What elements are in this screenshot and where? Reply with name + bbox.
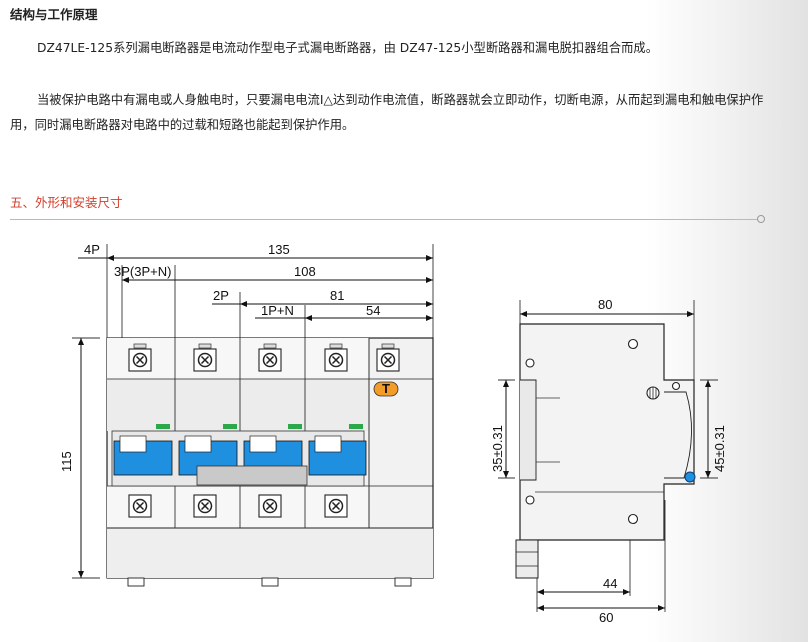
paragraph-intro: DZ47LE-125系列漏电断路器是电流动作型电子式漏电断路器，由 DZ47-1… — [37, 41, 659, 55]
front-view: 4P 135 3P(3P+N) 108 2P 81 1P+N 54 115 — [59, 242, 434, 587]
dim-115: 115 — [59, 451, 74, 472]
terminal-screw-bottom-4 — [324, 494, 348, 518]
terminal-screws — [128, 343, 400, 518]
breaker-profile — [515, 323, 696, 579]
section-title: 五、外形和安装尺寸 — [10, 195, 123, 210]
dim-108: 108 — [294, 264, 316, 279]
terminal-screw-top-5 — [376, 348, 400, 372]
side-dimension-lines — [503, 311, 711, 611]
terminal-tab — [198, 343, 212, 349]
dim-4p-label: 4P — [84, 242, 100, 257]
section-divider — [10, 219, 758, 220]
terminal-screw-top-4 — [324, 348, 348, 372]
terminal-screw-top-3 — [258, 348, 282, 372]
terminal-screw-bottom-3 — [258, 494, 282, 518]
terminal-tab — [263, 343, 277, 349]
paragraph-operation: 当被保护电路中有漏电或人身触电时，只要漏电电流I△达到动作电流值，断路器就会立即… — [10, 93, 764, 132]
terminal-screw-top-2 — [193, 348, 217, 372]
dim-81: 81 — [330, 288, 344, 303]
dim-3p-label: 3P(3P+N) — [114, 264, 171, 279]
dim-45: 45±0.31 — [712, 425, 727, 472]
dim-2p-label: 2P — [213, 288, 229, 303]
terminal-tab — [329, 343, 343, 349]
dim-35: 35±0.31 — [490, 425, 505, 472]
test-button: T — [373, 381, 399, 397]
divider-end-icon — [757, 215, 765, 223]
terminal-tab — [133, 343, 147, 349]
header-title: 结构与工作原理 — [10, 7, 98, 22]
dim-60: 60 — [599, 610, 613, 625]
dim-80: 80 — [598, 297, 612, 312]
terminal-screw-bottom-2 — [193, 494, 217, 518]
test-button-label: T — [382, 381, 390, 396]
dim-54: 54 — [366, 303, 380, 318]
terminal-screw-bottom-1 — [128, 494, 152, 518]
side-view: 80 44 60 35±0.31 45±0.31 — [490, 297, 727, 625]
dim-135: 135 — [268, 242, 290, 257]
terminal-screw-top-1 — [128, 348, 152, 372]
dim-1p-label: 1P+N — [261, 303, 294, 318]
front-dimension-lines — [78, 255, 433, 578]
handle-band — [111, 424, 367, 487]
dim-44: 44 — [603, 576, 617, 591]
din-feet — [127, 577, 412, 587]
terminal-tab — [381, 343, 395, 349]
